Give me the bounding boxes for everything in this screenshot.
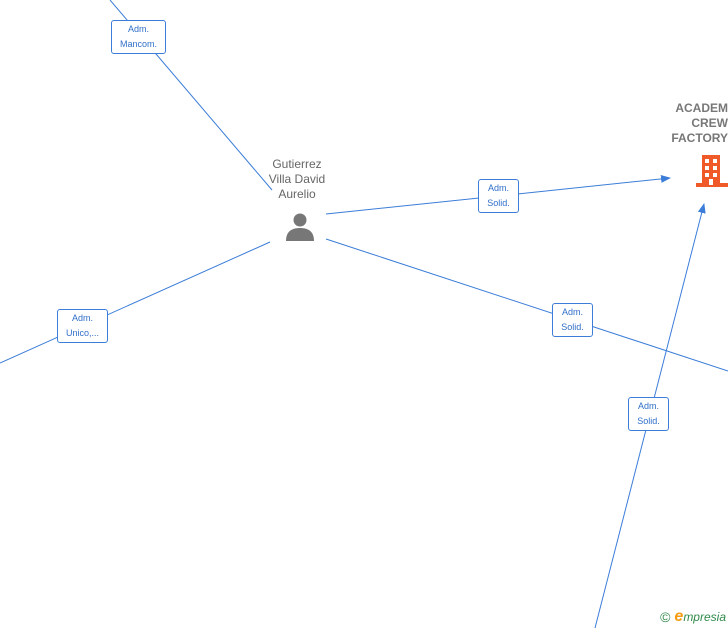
edge-label-top-left[interactable]: Adm. Mancom.: [111, 20, 166, 54]
person-icon[interactable]: [285, 212, 315, 242]
edge-label-role: Adm.: [71, 313, 93, 323]
edge-label-right[interactable]: Adm. Solid.: [552, 303, 593, 337]
edge-label-role: Adm.: [127, 24, 149, 34]
building-icon[interactable]: [696, 153, 728, 187]
company-name[interactable]: ACADEM CREW FACTORY: [671, 101, 728, 145]
edge-label-detail: Solid.: [561, 322, 584, 332]
copyright-symbol: ©: [660, 609, 671, 625]
edge-label-role: Adm.: [487, 183, 509, 193]
edge-right-line[interactable]: [325, 238, 728, 372]
edge-label-detail: Solid.: [487, 198, 510, 208]
edge-label-detail: Solid.: [637, 416, 660, 426]
edge-label-to-company[interactable]: Adm. Solid.: [478, 179, 519, 213]
brand-name: empresia: [674, 608, 726, 626]
edge-label-role: Adm.: [561, 307, 583, 317]
brand-initial: e: [674, 608, 684, 625]
edge-label-bottom[interactable]: Adm. Solid.: [628, 397, 669, 431]
edge-label-detail: Mancom.: [119, 39, 157, 49]
edge-left-line[interactable]: [0, 241, 271, 364]
edge-label-left[interactable]: Adm. Unico,...: [57, 309, 108, 343]
edge-label-detail: Unico,...: [65, 328, 99, 338]
edge-label-role: Adm.: [637, 401, 659, 411]
empresia-watermark: © empresia: [660, 608, 726, 626]
person-name[interactable]: Gutierrez Villa David Aurelio: [268, 157, 326, 201]
brand-rest: mpresia: [683, 610, 726, 624]
